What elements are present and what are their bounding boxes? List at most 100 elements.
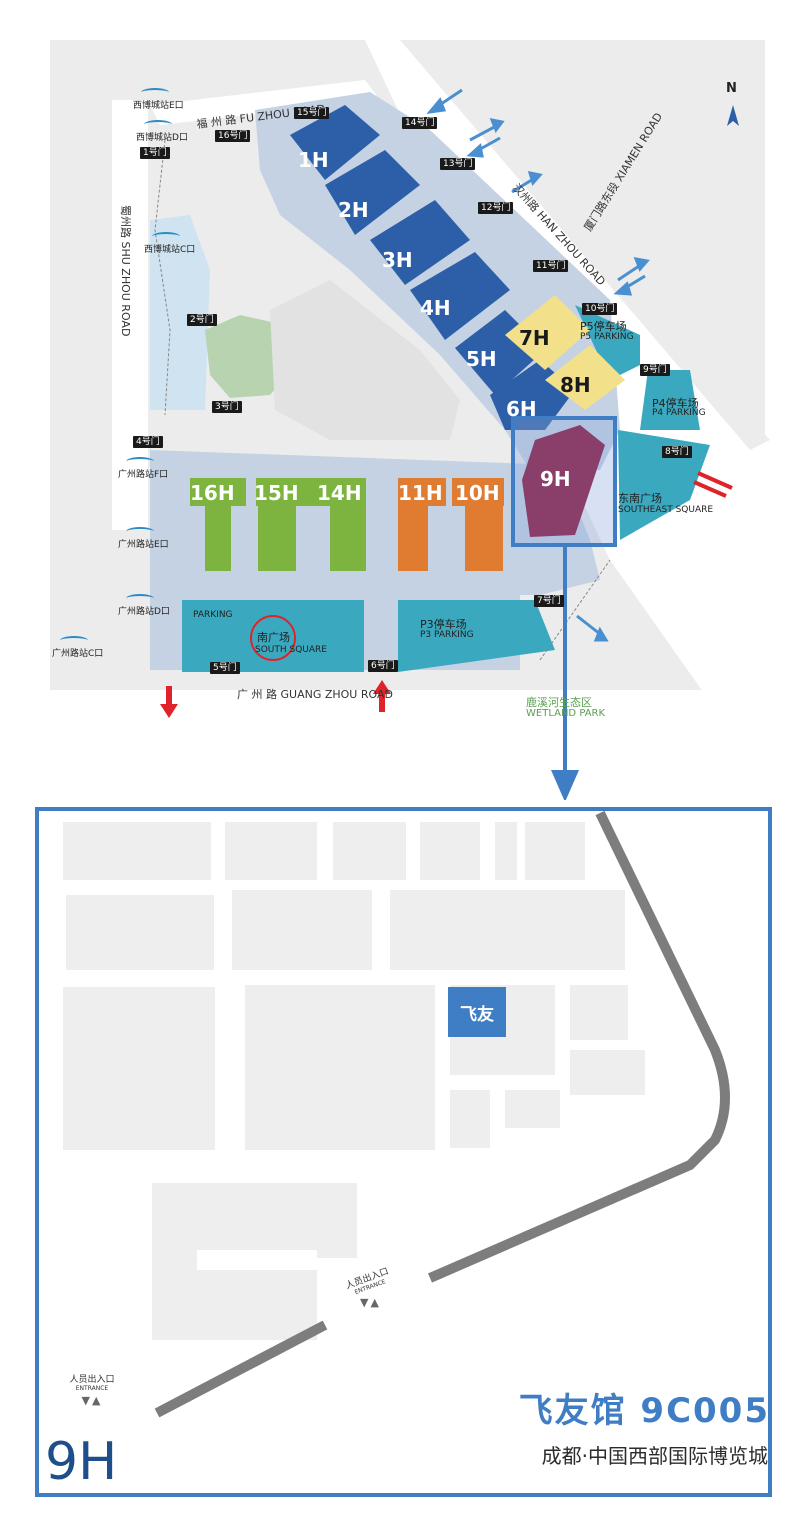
gate-14: 14号门 [402,117,438,129]
venue-map: 1H 2H 3H 4H 5H 6H 7H 8H 9H 16H 15H 14H 1… [50,40,770,802]
block [390,890,625,970]
hall-7-label: 7H [519,326,550,350]
entrance-aisle [154,1320,328,1418]
station-label: 广州路站E口 [118,540,169,550]
hall-6-label: 6H [506,397,537,421]
booth-label: 飞友 [460,1004,494,1025]
hall-9-label: 9H [540,467,571,491]
block [63,987,215,1150]
hall-1-label: 1H [298,148,329,172]
wetland-cn: 鹿溪河生态区 [526,696,592,709]
hall-11[interactable] [398,478,446,506]
booth-title: 飞友馆 9C005 [518,1391,770,1431]
compass-label: N [726,81,737,96]
hall-2[interactable] [325,150,420,235]
entrance-triangles-icon: ▼▲ [81,1394,103,1407]
gate-12: 12号门 [478,202,514,214]
p3-parking [398,600,555,672]
se-square-cn: 东南广场 [618,492,662,505]
parking-label: PARKING [193,610,233,620]
hall-8-label: 8H [560,373,591,397]
station-gz-d: 广州路站D口 [118,594,170,617]
gate-8: 8号门 [662,446,692,458]
station-label: 广州路站C口 [52,649,104,659]
station-xibo-e: 西博城站E口 [133,88,184,111]
hall-16[interactable] [190,478,246,506]
block [63,822,211,880]
station-label: 广州路站F口 [118,470,169,480]
compass-icon [727,105,739,126]
hall-15-label: 15H [254,481,299,505]
hall-7[interactable] [505,295,590,370]
block [570,985,628,1040]
metro-icon [126,457,154,466]
hall-3[interactable] [370,200,470,285]
entrance-label-en: ENTRANCE [75,1385,109,1392]
metro-icon [152,232,180,241]
block-gap [197,1250,317,1270]
p4-label-cn: P4停车场 [652,397,699,410]
hall-10[interactable] [452,478,504,506]
station-gz-f: 广州路站F口 [118,457,168,480]
gate-11: 11号门 [533,260,569,272]
gate-15: 15号门 [294,107,330,119]
station-xibo-d: 西博城站D口 [136,120,188,143]
hall-14[interactable] [316,478,366,506]
hall-15[interactable] [256,478,316,506]
block [333,822,406,880]
station-xibo-c: 西博城站C口 [144,232,195,255]
p4-label-en: P4 PARKING [652,408,706,418]
venue-subtitle: 成都·中国西部国际博览城 [541,1444,768,1468]
entrance-lower[interactable]: 人员出入口 ENTRANCE ▼▲ [61,1372,123,1407]
entrance-upper-arrows: ▼▲ [360,1296,381,1309]
hall-4-label: 4H [420,296,451,320]
road-guangzhou: 广 州 路 GUANG ZHOU ROAD [237,688,393,701]
south-square-cn: 南广场 [257,631,290,644]
map-canvas: 1H 2H 3H 4H 5H 6H 7H 8H 9H 16H 15H 14H 1… [50,40,770,802]
station-gz-c: 广州路站C口 [52,636,103,659]
hall-3-label: 3H [382,248,413,272]
wetland-en: WETLAND PARK [526,708,606,719]
block [570,1050,645,1095]
p5-parking [575,305,640,380]
p5-label-cn: P5停车场 [580,320,627,333]
block [66,895,214,970]
station-label: 西博城站D口 [136,133,188,143]
block [232,890,372,970]
gate-4: 4号门 [133,436,163,448]
block [450,1090,490,1148]
road-shuzhou: 蜀州路 SHU ZHOU ROAD [119,205,132,336]
p4-parking [640,370,700,430]
hall-2-label: 2H [338,198,369,222]
block [225,822,317,880]
block [245,985,435,1150]
block [152,1183,357,1258]
gate-13: 13号门 [440,158,476,170]
p3-label-en: P3 PARKING [420,630,474,640]
hall-4[interactable] [410,252,510,340]
hall-8[interactable] [545,345,625,410]
metro-icon [144,120,172,129]
entrance-label-cn: 人员出入口 [69,1375,115,1385]
hall-9[interactable] [522,425,605,537]
feiyou-booth[interactable]: 飞友 [448,987,506,1037]
station-label: 广州路站D口 [118,607,170,617]
gate-1: 1号门 [140,147,170,159]
hall-16-label: 16H [190,481,235,505]
p3-label-cn: P3停车场 [420,618,467,631]
gate-5: 5号门 [210,662,240,674]
main-aisle [428,810,730,1283]
gate-3: 3号门 [212,401,242,413]
gate-6: 6号门 [368,660,398,672]
hall-5-label: 5H [466,347,497,371]
metro-icon [60,636,88,645]
south-square-en: SOUTH SQUARE [255,645,327,655]
block [420,822,480,880]
gate-16: 16号门 [215,130,251,142]
hall-1[interactable] [290,105,380,180]
hall-11-label: 11H [398,481,443,505]
gate-7: 7号门 [534,595,564,607]
block [505,1090,560,1128]
gate-9: 9号门 [640,364,670,376]
